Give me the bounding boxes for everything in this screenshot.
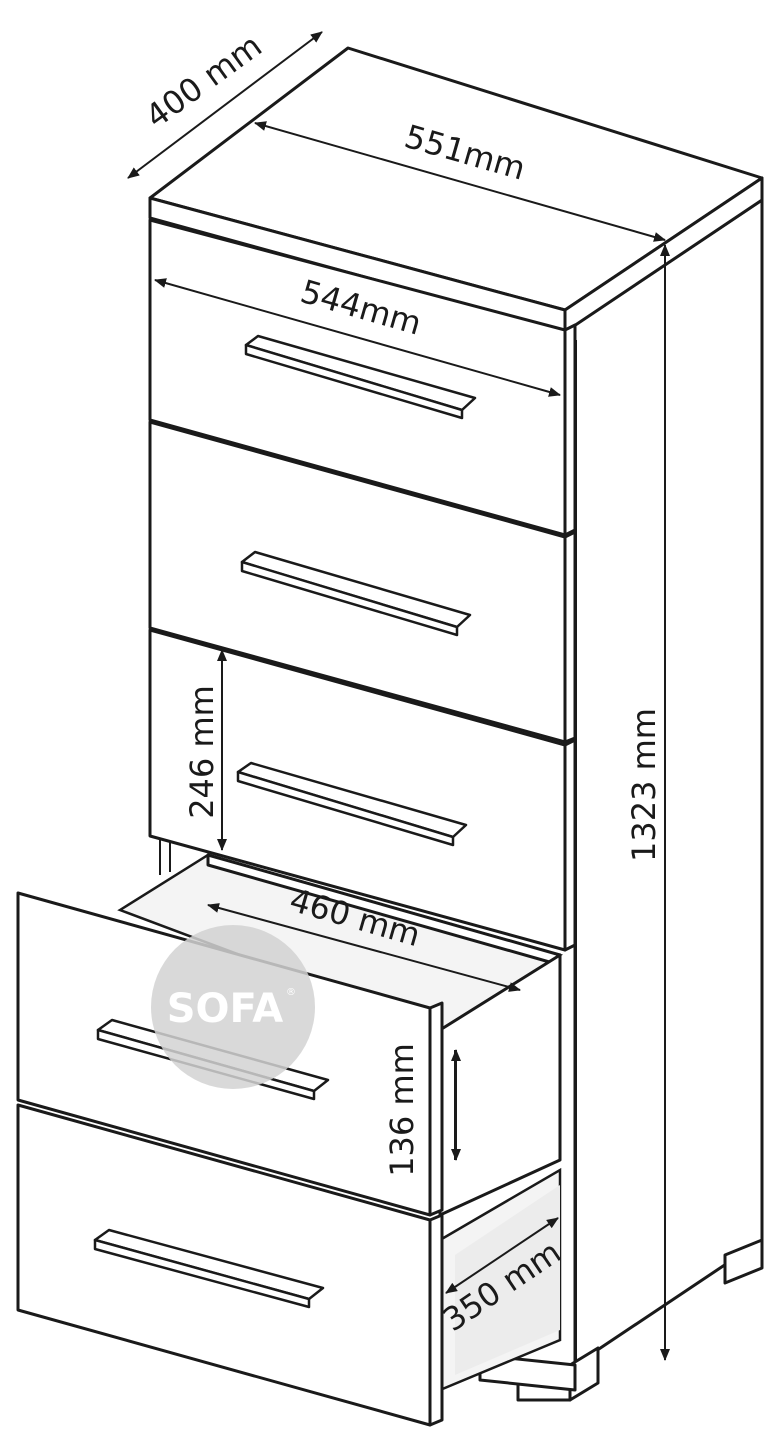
drawer-2-handle[interactable]	[240, 550, 472, 637]
dim-line-inner-width	[207, 903, 521, 992]
cabinet-side-panel	[573, 198, 764, 1367]
label-height: 1323 mm	[625, 708, 663, 862]
drawer-5-handle[interactable]	[93, 1228, 325, 1309]
label-drawer-height: 246 mm	[183, 685, 221, 819]
sofa-watermark-logo: SOFA ®	[151, 925, 315, 1089]
dimension-lines	[127, 31, 670, 1361]
drawer-2	[148, 420, 577, 744]
watermark-text: SOFA	[167, 986, 284, 1032]
label-depth: 400 mm	[138, 26, 268, 135]
drawer-3	[148, 628, 577, 952]
watermark-registered-mark: ®	[286, 987, 296, 998]
dim-line-depth	[127, 31, 323, 179]
label-inner-height: 136 mm	[383, 1043, 421, 1177]
cabinet-foot-right	[723, 1238, 764, 1285]
dim-line-inner-depth	[445, 1217, 559, 1294]
drawer-3-handle[interactable]	[236, 761, 468, 847]
dim-line-front-width	[154, 278, 561, 397]
watermark-circle	[151, 925, 315, 1089]
dim-line-top-width	[254, 121, 666, 242]
